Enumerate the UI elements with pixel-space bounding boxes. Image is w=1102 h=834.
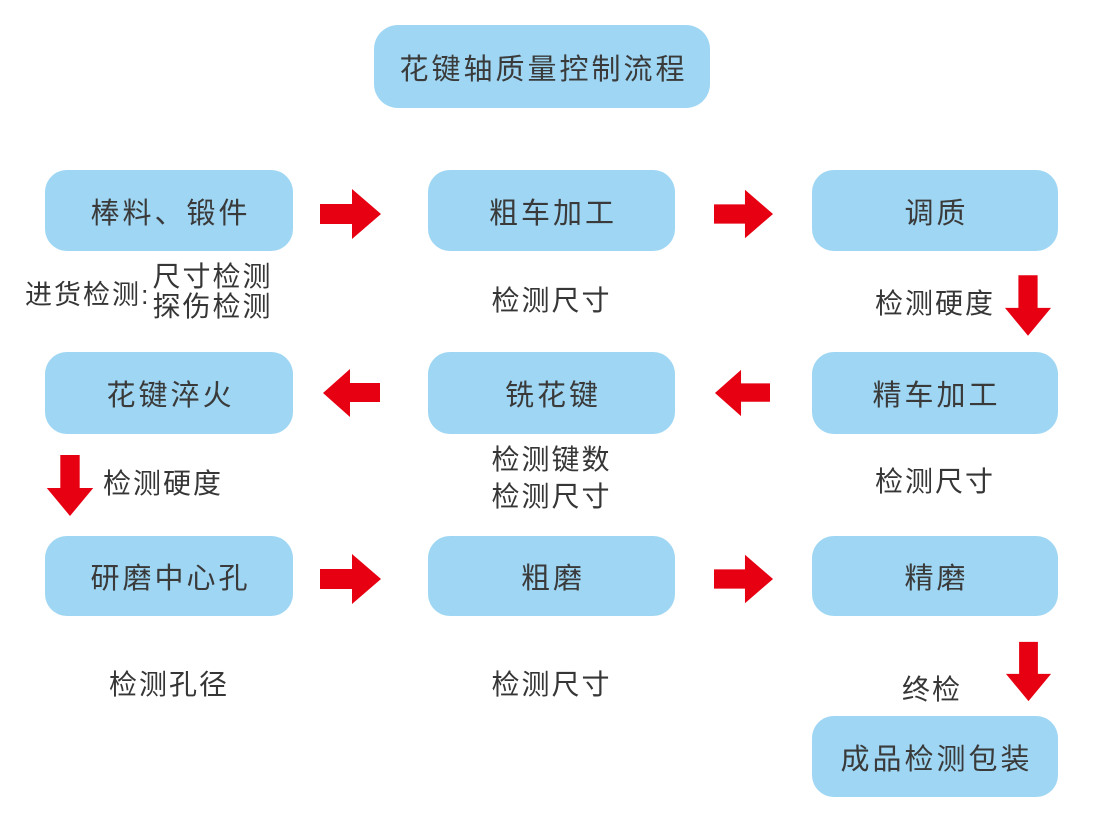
- check-incoming-items: 尺寸检测 探伤检测: [153, 262, 273, 322]
- arrow-right-icon: [320, 188, 382, 240]
- check-incoming-inspection: 进货检测: 尺寸检测 探伤检测: [25, 262, 273, 322]
- arrow-down-icon: [1005, 641, 1052, 703]
- node-fine-grinding: 精磨: [812, 536, 1058, 616]
- node-final-inspection-packaging-label: 成品检测包装: [840, 743, 1033, 776]
- check-after-rough-grinding: 检测尺寸: [491, 669, 612, 700]
- arrow-down-glyph: [46, 455, 94, 517]
- arrow-left-glyph: [323, 369, 380, 417]
- node-fine-grinding-label: 精磨: [904, 563, 969, 595]
- arrow-right-icon: [714, 188, 774, 240]
- node-finish-turning: 精车加工: [812, 352, 1058, 434]
- node-rough-turning: 粗车加工: [428, 170, 675, 251]
- node-spline-milling: 铣花键: [428, 352, 675, 434]
- arrow-right-glyph: [320, 189, 381, 239]
- node-raw-material: 棒料、锻件: [45, 170, 293, 251]
- check-after-center-hole-grinding: 检测孔径: [108, 669, 229, 700]
- arrow-right-glyph: [714, 554, 774, 604]
- check-after-tempering: 检测硬度: [874, 288, 995, 319]
- check-incoming-item-2: 探伤检测: [152, 291, 273, 322]
- check-incoming-item-1: 尺寸检测: [152, 261, 273, 292]
- check-after-spline-milling-line2: 检测尺寸: [491, 481, 612, 512]
- node-center-hole-grinding-label: 研磨中心孔: [90, 563, 251, 595]
- check-after-spline-milling: 检测键数 检测尺寸: [428, 441, 675, 515]
- node-spline-milling-label: 铣花键: [504, 380, 601, 412]
- check-after-rough-turning: 检测尺寸: [491, 285, 612, 316]
- check-incoming-prefix: 进货检测:: [25, 279, 151, 310]
- node-center-hole-grinding: 研磨中心孔: [45, 536, 293, 616]
- flow-title: 花键轴质量控制流程: [399, 53, 688, 86]
- arrow-right-glyph: [320, 554, 381, 604]
- node-rough-grinding-label: 粗磨: [520, 563, 585, 595]
- arrow-down-glyph: [1005, 641, 1052, 702]
- node-final-inspection-packaging: 成品检测包装: [812, 716, 1058, 797]
- check-after-finish-turning: 检测尺寸: [874, 466, 995, 497]
- flow-title-box: 花键轴质量控制流程: [374, 25, 710, 108]
- node-finish-turning-label: 精车加工: [872, 380, 1001, 412]
- check-after-fine-grinding: 终检: [902, 674, 963, 705]
- node-rough-grinding: 粗磨: [428, 536, 675, 616]
- node-tempering: 调质: [812, 170, 1058, 251]
- node-spline-hardening-label: 花键淬火: [106, 380, 235, 412]
- arrow-down-glyph: [1004, 275, 1052, 336]
- node-spline-hardening: 花键淬火: [45, 352, 293, 434]
- check-after-spline-milling-line1: 检测键数: [491, 444, 612, 475]
- arrow-left-icon: [322, 368, 380, 418]
- arrow-right-icon: [320, 553, 382, 605]
- arrow-right-icon: [714, 553, 774, 605]
- arrow-down-icon: [1004, 272, 1052, 340]
- node-raw-material-label: 棒料、锻件: [90, 197, 251, 230]
- node-tempering-label: 调质: [904, 197, 969, 230]
- arrow-right-glyph: [714, 189, 774, 239]
- arrow-down-icon: [45, 455, 95, 517]
- check-after-spline-hardening: 检测硬度: [103, 468, 224, 499]
- arrow-left-icon: [714, 368, 770, 418]
- arrow-left-glyph: [714, 369, 770, 417]
- node-rough-turning-label: 粗车加工: [488, 197, 617, 230]
